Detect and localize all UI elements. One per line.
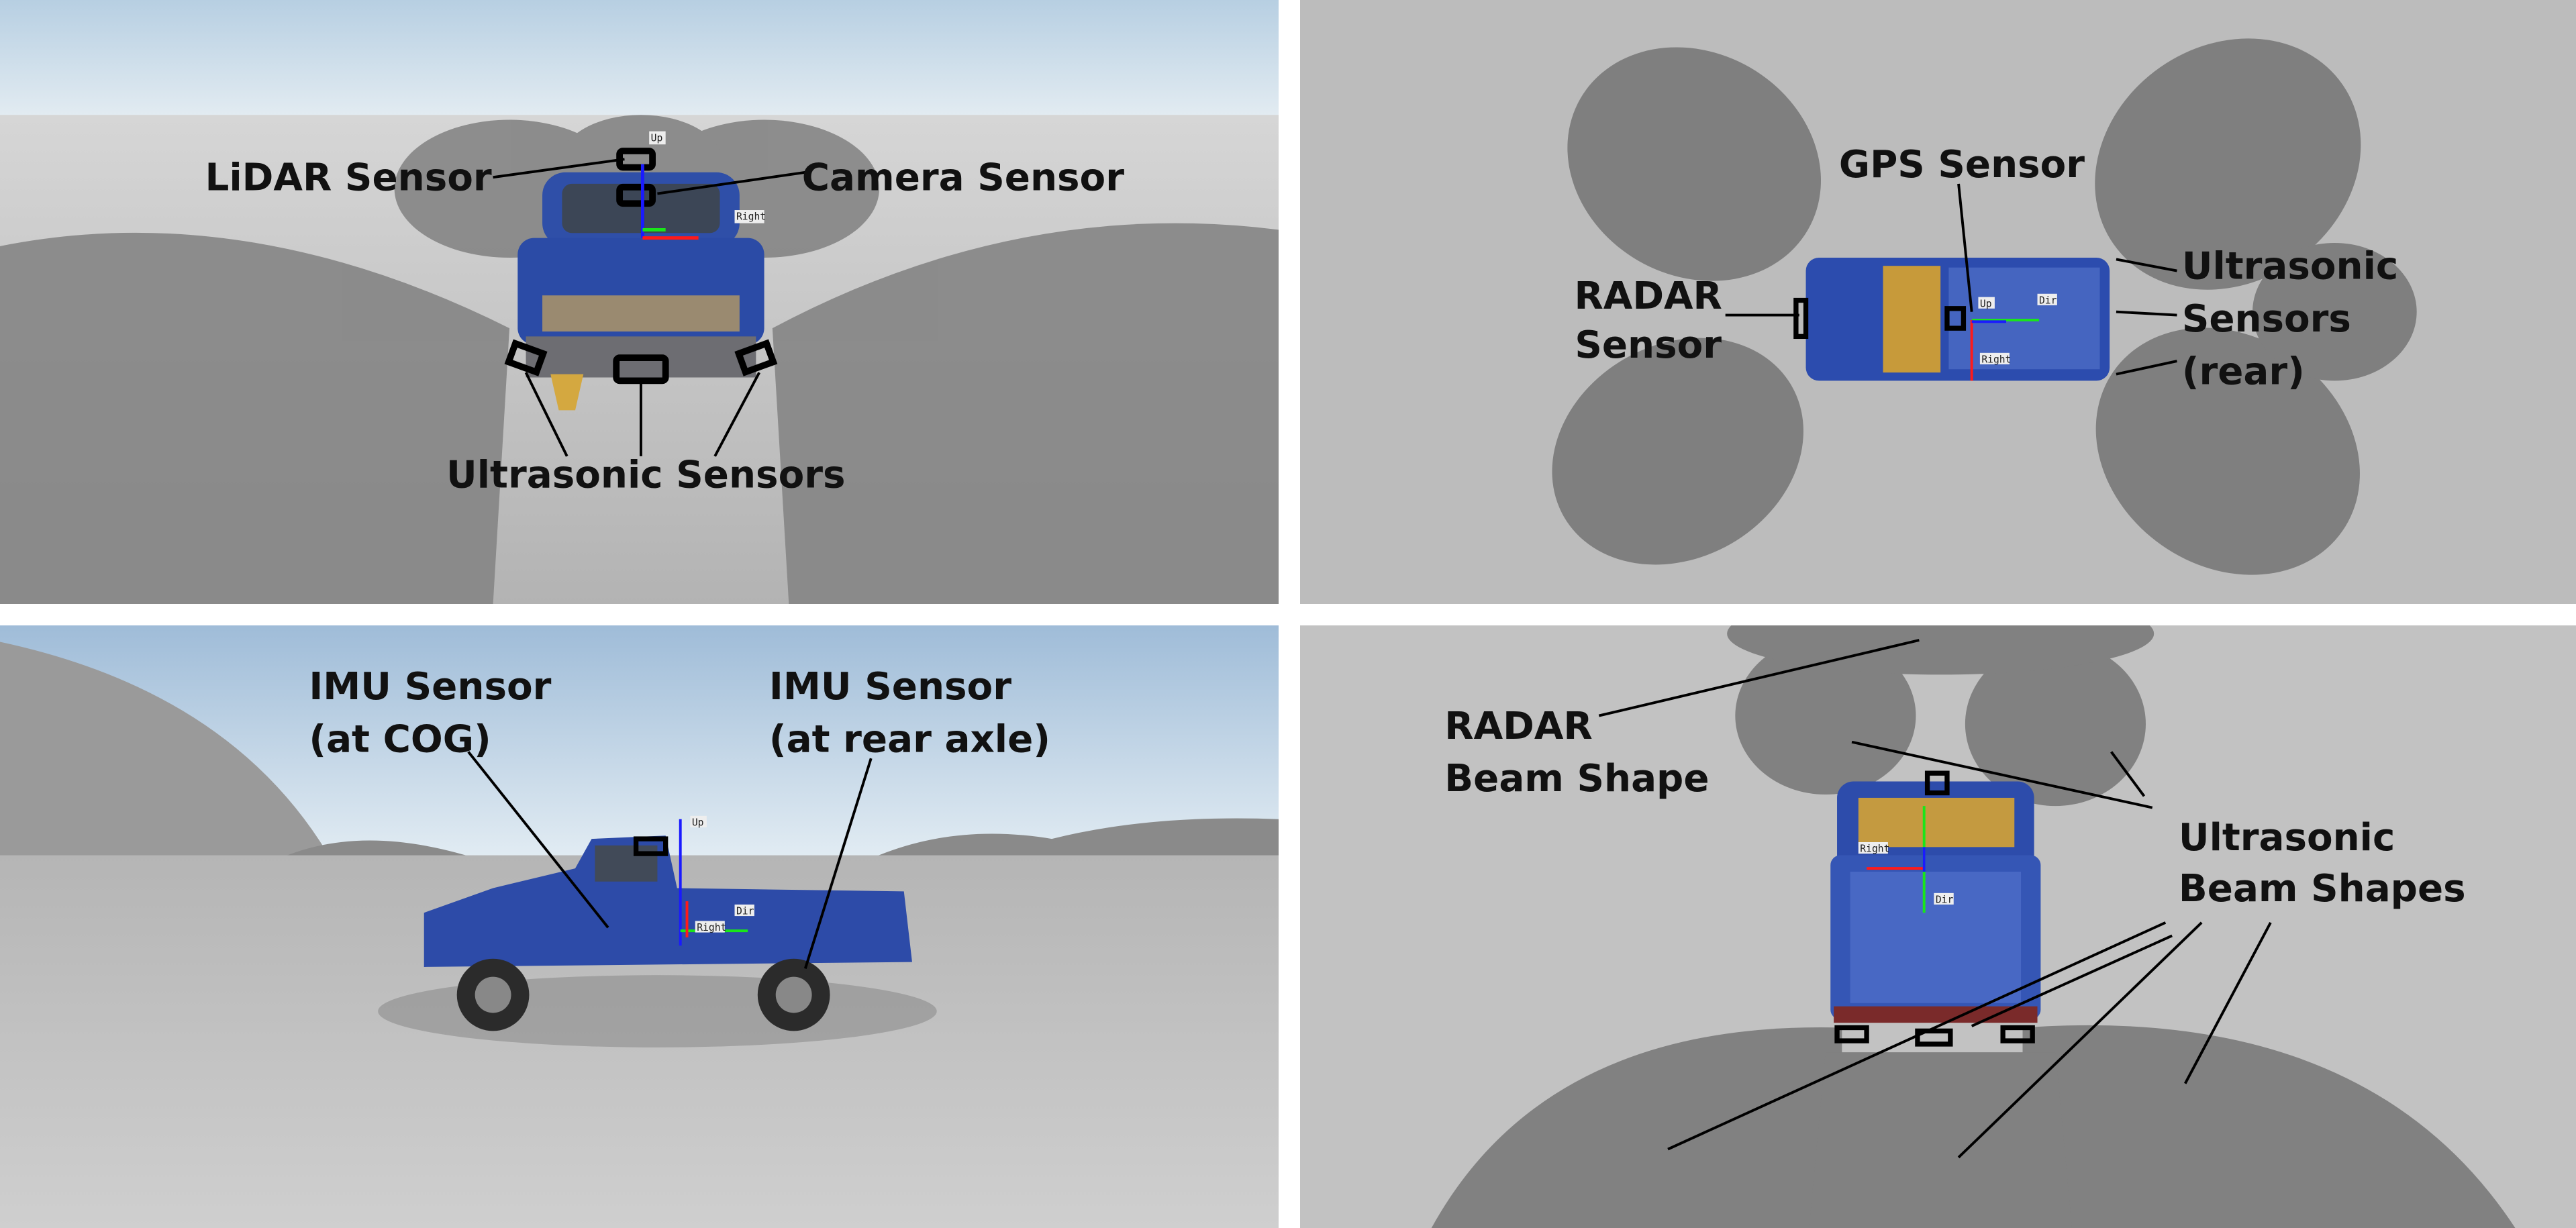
axis-label-right: Right <box>736 211 766 223</box>
leader-line-gps <box>1957 183 1973 312</box>
leader-line-ultrasonic-beam-5 <box>1957 921 2203 1159</box>
ultrasonic-beam-label-line2: Beam Shapes <box>2179 867 2466 911</box>
ultrasonic-sensors-label: Ultrasonic Sensors <box>446 453 846 497</box>
imu-rear-label-line2: (at rear axle) <box>769 717 1050 761</box>
axis-label-right: Right <box>1860 843 1889 855</box>
coordinate-axes <box>1867 806 1926 913</box>
ultrasonic-rear-label-line1: Ultrasonic <box>2182 245 2398 289</box>
truck-front <box>517 172 764 411</box>
leader-line-ultrasonic-rear-1 <box>2116 258 2177 272</box>
lidar-box <box>633 836 668 856</box>
leader-line-radar-beam <box>1598 639 1920 717</box>
leader-line-camera <box>657 170 806 195</box>
imu-cog-label-line2: (at COG) <box>309 717 491 761</box>
top-view-panel: Up Dir Right GPS Sensor RADAR Sensor Ult… <box>1300 0 2576 604</box>
axis-label-dir: Dir <box>2039 295 2057 306</box>
coordinate-axes <box>640 164 699 240</box>
radar-beam-label-line1: RADAR <box>1444 705 1592 748</box>
sensor-beam-shadows <box>1552 38 2417 575</box>
sensor-boxes <box>504 148 778 385</box>
leader-line-lidar <box>493 158 625 179</box>
leader-line-ultrasonic-rear-3 <box>2116 360 2177 376</box>
gps-sensor-label: GPS Sensor <box>1839 143 2085 187</box>
side-view-panel: Up Dir Right IMU Sensor (at COG) IMU Sen… <box>0 625 1279 1228</box>
beam-shadows <box>1431 625 2516 1228</box>
axis-label-up: Up <box>651 132 663 144</box>
radar-sensor-label-line2: Sensor <box>1575 323 1722 367</box>
coordinate-axes <box>1970 318 2039 381</box>
axis-label-dir: Dir <box>1936 894 1954 906</box>
radar-sensor-label-line1: RADAR <box>1574 274 1722 318</box>
dome <box>0 642 329 859</box>
axis-label-right: Right <box>1981 354 2011 365</box>
ultrasonic-beam-label-line1: Ultrasonic <box>2179 816 2395 860</box>
truck-top <box>1805 257 2110 381</box>
hills <box>279 818 1279 859</box>
sky <box>0 0 1279 119</box>
front-view-panel: Up Right LiDAR Sensor Camera Sensor Ultr… <box>0 0 1279 604</box>
lidar-sensor-label: LiDAR Sensor <box>205 156 492 200</box>
ultrasonic-rear-label-line3: (rear) <box>2182 350 2305 393</box>
rear-view-panel: Right Dir RADAR Beam Shape Ultrasonic Be… <box>1300 625 2576 1228</box>
leader-line-ultrasonic-right <box>713 372 760 457</box>
axis-label-up: Up <box>1980 298 1992 309</box>
radar-beam-label-line2: Beam Shape <box>1444 757 1709 801</box>
camera-sensor-label: Camera Sensor <box>802 156 1125 200</box>
leader-line-imu-rear <box>803 758 873 969</box>
truck-side <box>424 835 912 1031</box>
axis-label-up: Up <box>692 817 704 829</box>
leader-line-ultrasonic-rear-2 <box>2116 310 2177 317</box>
leader-line-ultrasonic-left <box>524 372 568 457</box>
imu-cog-label-line1: IMU Sensor <box>309 665 551 709</box>
leader-line-ultrasonic-beam-4 <box>1971 934 2173 1027</box>
leader-line-imu-cog <box>467 751 609 929</box>
leader-line-ultrasonic-beam-1 <box>1851 740 2153 809</box>
leader-line-ultrasonic-beam-2 <box>2110 751 2146 797</box>
sensor-boxes <box>1834 770 2035 1047</box>
sensor-boxes <box>1793 297 1967 340</box>
ultrasonic-rear-label-line2: Sensors <box>2182 297 2351 341</box>
axis-label-dir: Dir <box>736 906 754 917</box>
axis-label-right: Right <box>697 922 726 933</box>
leader-line-ultrasonic-beam-3 <box>1667 921 2167 1151</box>
leader-line-ultrasonic-beam-6 <box>2183 921 2272 1084</box>
imu-rear-label-line1: IMU Sensor <box>769 665 1011 709</box>
